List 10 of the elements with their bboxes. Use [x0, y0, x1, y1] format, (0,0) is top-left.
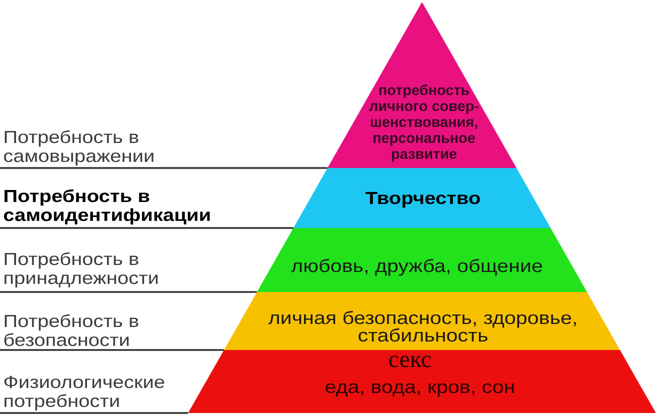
pyramid-level: любовь, дружба, общение	[257, 228, 587, 292]
level-label: Потребность в принадлежности	[4, 252, 158, 288]
level-label: Потребность в самовыражении	[4, 130, 154, 166]
pyramid-level: потребность личного совер- шенствования, персональное развитие	[328, 2, 516, 168]
pyramid-level: Творчество	[293, 168, 551, 228]
level-label: Потребность в самоидентификации	[4, 189, 210, 225]
pyramid-level: секс еда, вода, кров, сон	[188, 350, 656, 413]
pyramid-level: личная безопасность, здоровье, стабильность	[224, 292, 620, 350]
level-label: Потребность в безопасности	[4, 314, 138, 346]
level-label: Физиологические потребности	[4, 376, 164, 411]
